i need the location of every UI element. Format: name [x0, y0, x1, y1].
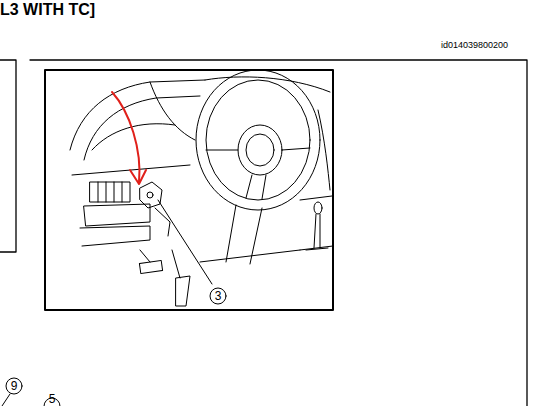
callout-circle	[210, 288, 226, 304]
callout-number: 9	[11, 380, 18, 392]
section-heading: L3 WITH TC]	[0, 2, 95, 18]
dashboard-drawing	[70, 70, 333, 306]
callout-circle	[6, 378, 22, 394]
figure-frame	[45, 70, 333, 310]
left-frame	[0, 60, 16, 252]
red-arrowhead	[130, 170, 146, 184]
leader-line	[2, 394, 10, 406]
callout-number: 3	[215, 290, 222, 302]
red-arrow	[112, 92, 139, 182]
callout-number: 5	[49, 393, 56, 405]
outer-frame	[30, 60, 527, 406]
document-id: id014039800200	[441, 41, 508, 50]
